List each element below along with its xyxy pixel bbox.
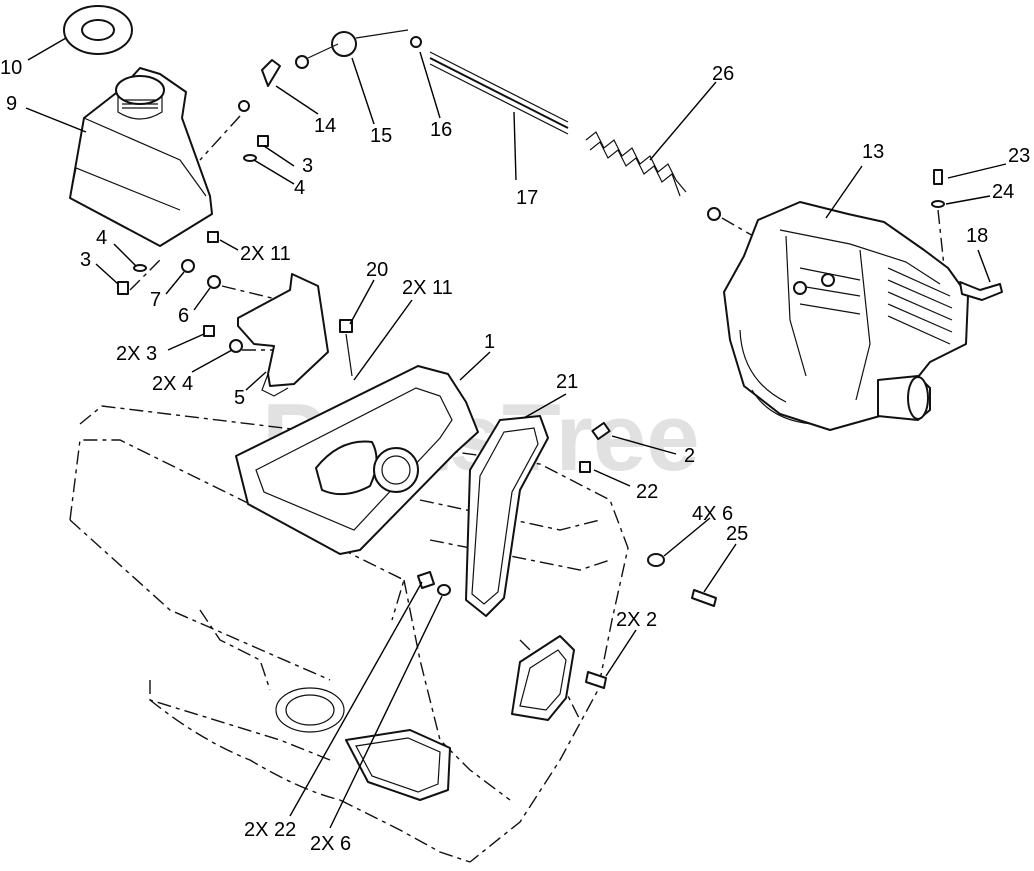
throttle-rod-and-spring — [429, 51, 761, 241]
engine — [723, 201, 969, 431]
frame-hardware — [339, 319, 717, 689]
callout-labels: 10 9 14 15 16 26 13 23 24 18 3 4 17 4 3 … — [0, 57, 1030, 855]
callout-14: 14 — [314, 115, 336, 137]
fuel-tank — [69, 67, 213, 247]
tank-bracket — [237, 273, 329, 397]
engine-mount-plate — [235, 365, 479, 555]
small-hardware-left — [117, 135, 290, 353]
callout-2x4: 2X 4 — [152, 373, 193, 395]
callout-26: 26 — [712, 63, 734, 85]
callout-13: 13 — [862, 141, 884, 163]
callout-1: 1 — [484, 331, 495, 353]
callout-17: 17 — [516, 187, 538, 209]
support-arm — [465, 415, 549, 617]
callout-9: 9 — [6, 93, 17, 115]
callout-7: 7 — [150, 289, 161, 311]
callout-16: 16 — [430, 119, 452, 141]
callout-2x6: 2X 6 — [310, 833, 351, 855]
callout-5: 5 — [234, 387, 245, 409]
callout-20: 20 — [366, 259, 388, 281]
auger-housing-frame — [69, 405, 629, 863]
callout-4-upper: 4 — [294, 177, 305, 199]
callout-25: 25 — [726, 523, 748, 545]
callout-2: 2 — [684, 445, 695, 467]
fuel-line-parts — [199, 29, 422, 161]
engine-top-hardware — [931, 169, 1003, 301]
callout-15: 15 — [370, 125, 392, 147]
callout-4-lower: 4 — [96, 227, 107, 249]
callout-21: 21 — [556, 371, 578, 393]
callout-6: 6 — [178, 305, 189, 327]
callout-24: 24 — [992, 181, 1014, 203]
callout-2x3: 2X 3 — [116, 343, 157, 365]
fuel-tank-cap-gasket — [63, 5, 133, 55]
callout-2x2: 2X 2 — [616, 609, 657, 631]
callout-22: 22 — [636, 481, 658, 503]
callout-23: 23 — [1008, 145, 1030, 167]
callout-18: 18 — [966, 225, 988, 247]
callout-3-upper: 3 — [302, 155, 313, 177]
callout-2x11-right: 2X 11 — [402, 277, 453, 299]
leader-lines — [25, 37, 1007, 829]
callout-10: 10 — [0, 57, 22, 79]
callout-2x22: 2X 22 — [244, 819, 296, 841]
callout-4x6: 4X 6 — [692, 503, 733, 525]
callout-3-lower: 3 — [80, 249, 91, 271]
callout-2x11-left: 2X 11 — [240, 243, 291, 265]
